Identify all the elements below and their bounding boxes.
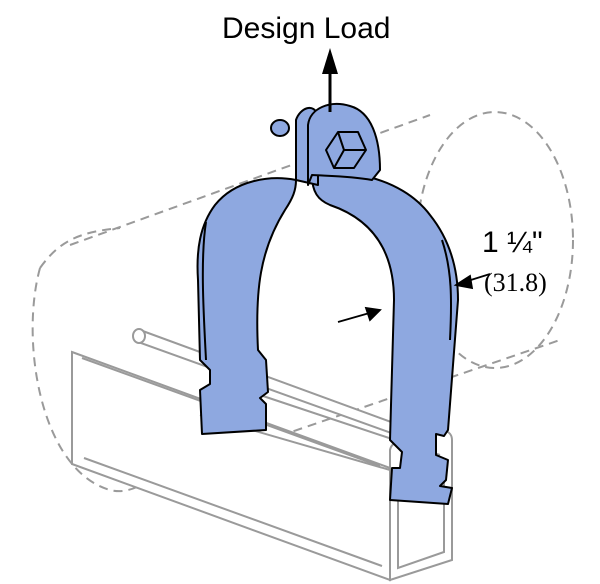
clamp-right-edge [441,239,453,341]
dimension-arrowhead-left [364,306,382,322]
hex-nut-facets [333,131,366,169]
pipe-near-top [39,227,121,269]
width-dimension [337,273,491,323]
clamp-right-strap [311,171,459,505]
channel-lip-end [132,328,146,344]
band-width-metric-label: (31.8) [484,268,547,297]
dimension-arrowhead-right [453,274,474,290]
design-load-arrow [322,48,338,112]
pipe-far-end [416,111,574,369]
load-arrow-head [322,48,338,74]
pipe-clamp [196,103,459,505]
clamp-left-edge [201,221,207,361]
channel-end-inner [397,460,445,570]
band-width-label: 1 ¼" [482,226,543,259]
clamp-left-strap [196,177,297,435]
design-load-label: Design Load [222,12,391,45]
bolt-end [270,119,290,137]
